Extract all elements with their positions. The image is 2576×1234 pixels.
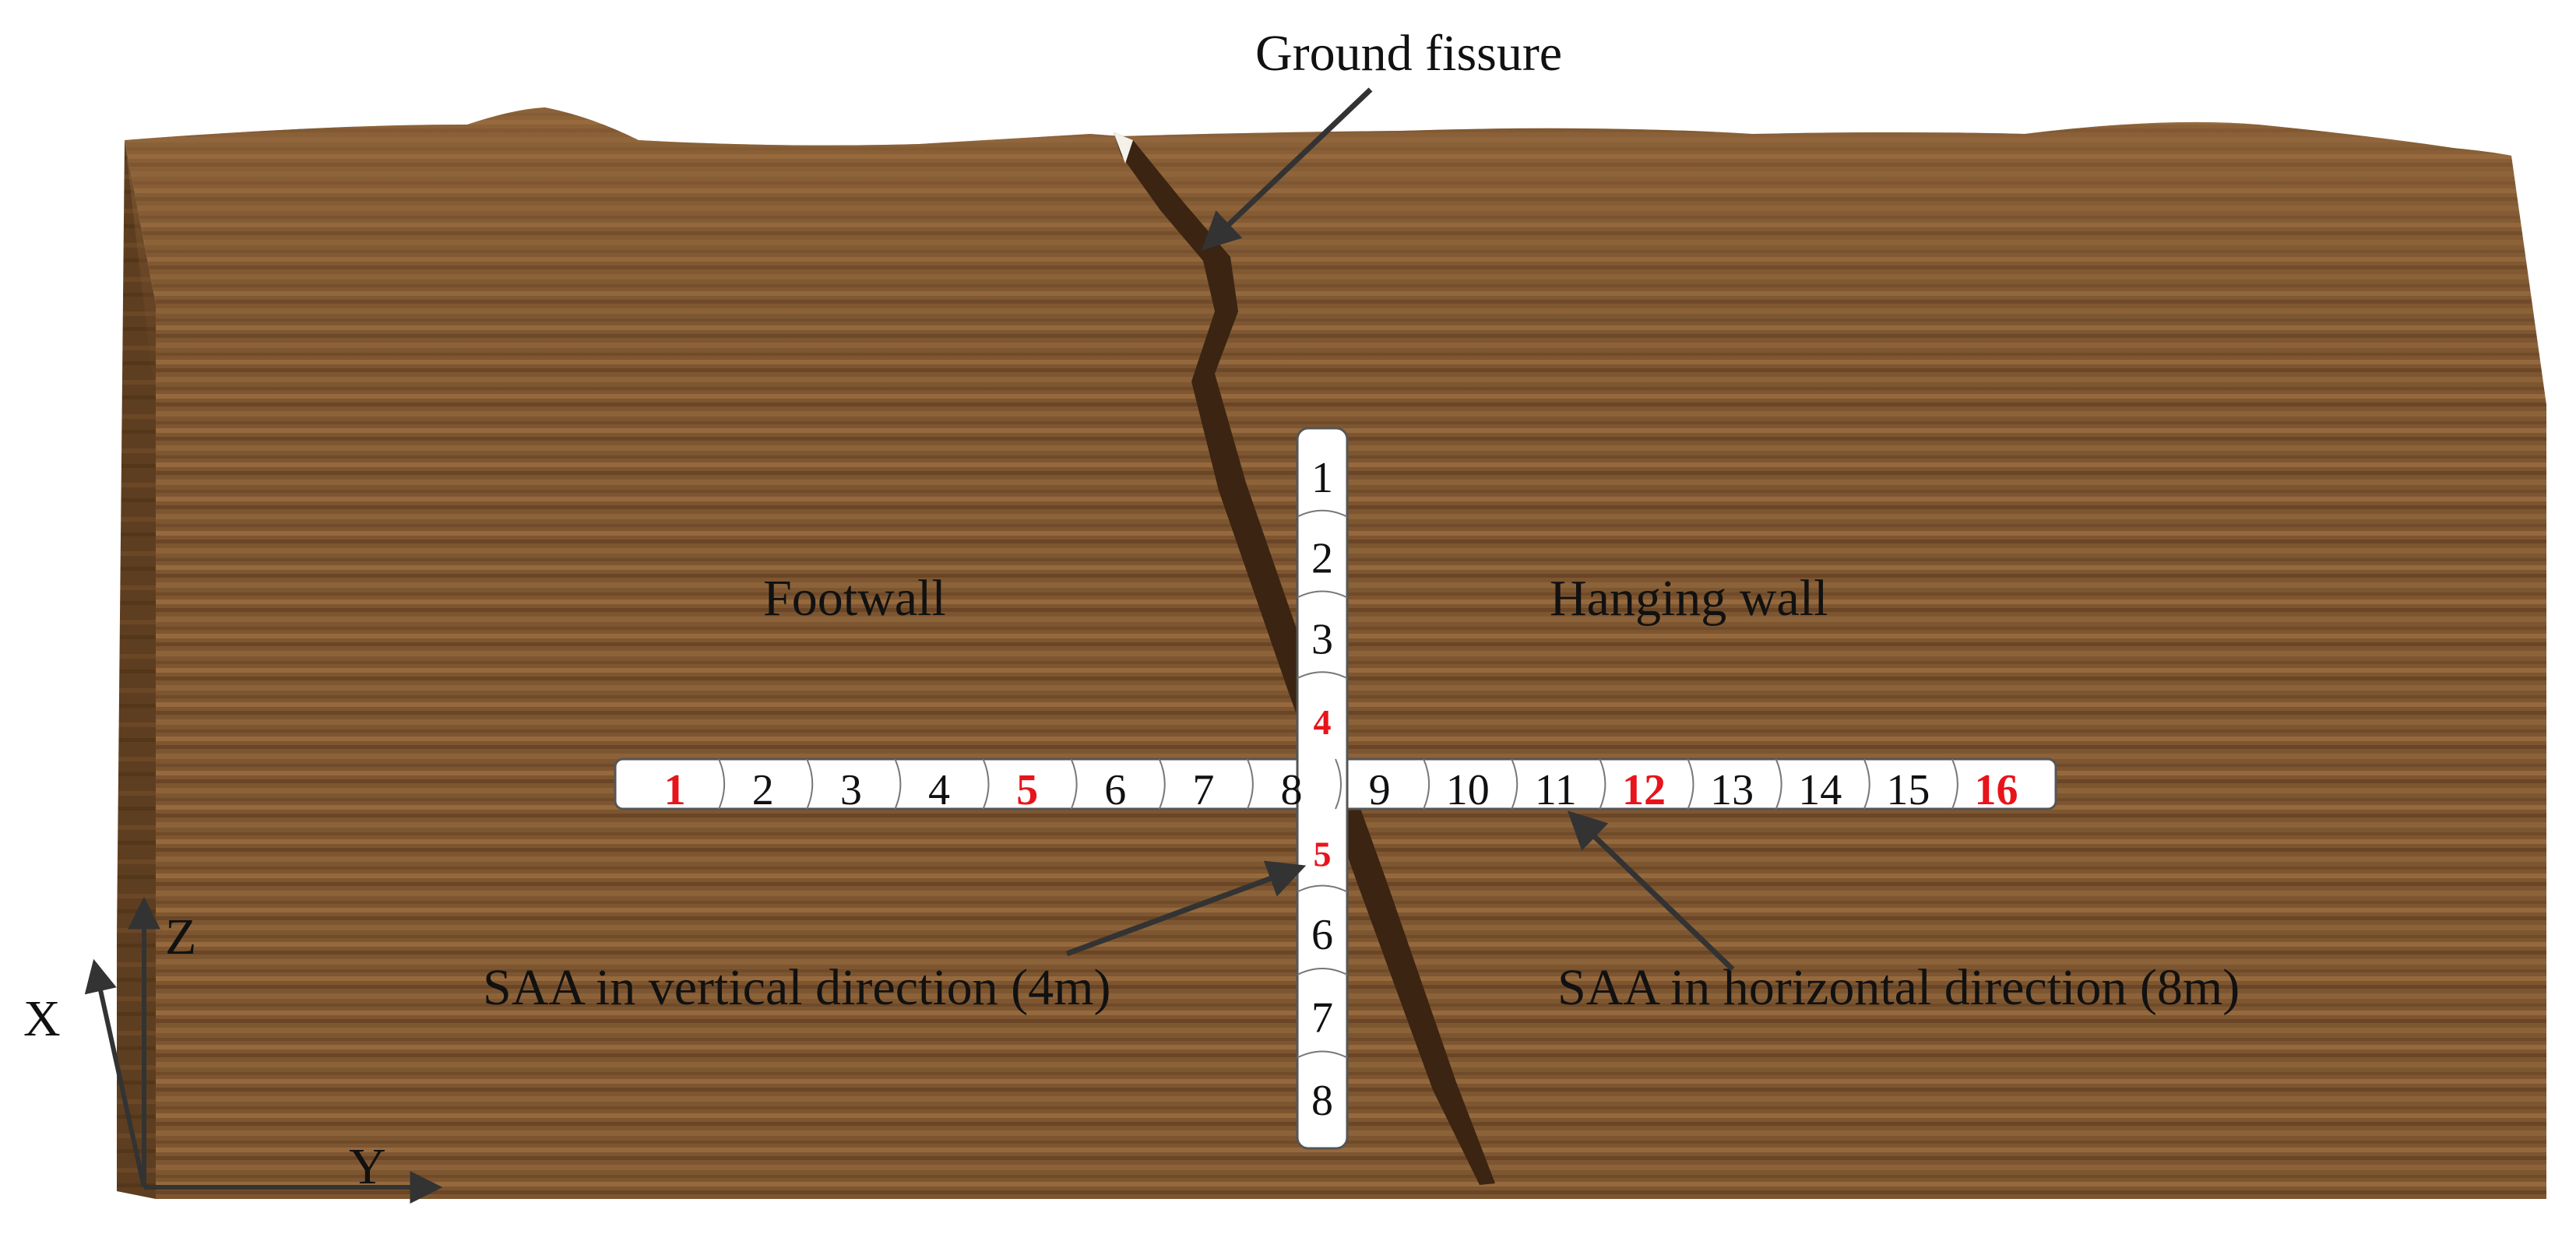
horizontal-segment-label: 2 (752, 766, 774, 814)
horizontal-segment-label: 5 (1016, 766, 1038, 814)
vertical-segment-label: 4 (1314, 702, 1332, 742)
soil-top-surface (125, 107, 2546, 405)
z-axis-label: Z (165, 909, 196, 965)
vertical-segment-label: 3 (1311, 615, 1333, 663)
horizontal-segment-label: 9 (1369, 766, 1391, 814)
horizontal-segment-divider (1335, 758, 1342, 810)
horizontal-segment-divider (1070, 758, 1078, 810)
vertical-segment-divider (1297, 590, 1348, 599)
ground-fissure-arrow (1201, 87, 1373, 251)
horizontal-segment-divider (982, 758, 990, 810)
vertical-segment-divider (1297, 1050, 1348, 1059)
vertical-segment-divider (1297, 509, 1348, 518)
horizontal-segment-label: 14 (1798, 766, 1842, 814)
horizontal-segment-label: 4 (928, 766, 950, 814)
horizontal-segment-divider (894, 758, 902, 810)
vertical-segment-label: 6 (1311, 911, 1333, 959)
horizontal-segment-divider (806, 758, 814, 810)
horizontal-segment-label: 16 (1974, 766, 2018, 814)
horizontal-segment-divider (1511, 758, 1519, 810)
horizontal-segment-label: 13 (1710, 766, 1754, 814)
horizontal-segment-divider (1599, 758, 1606, 810)
horizontal-segment-divider (1246, 758, 1254, 810)
saa-vertical-label: SAA in vertical direction (4m) (483, 959, 1110, 1016)
x-axis-label: X (23, 990, 61, 1047)
vertical-segment-label: 2 (1311, 535, 1333, 583)
horizontal-segment-label: 11 (1535, 766, 1577, 814)
vertical-segment-divider (1297, 968, 1348, 976)
horizontal-segment-divider (718, 758, 726, 810)
horizontal-segment-divider (1951, 758, 1958, 810)
horizontal-segment-divider (1687, 758, 1694, 810)
horizontal-segment-divider (1423, 758, 1431, 810)
vertical-saa-tube (1296, 427, 1349, 1150)
hanging-wall-label: Hanging wall (1550, 570, 1828, 627)
x-axis-arrow (84, 958, 146, 1188)
vertical-segment-label: 1 (1311, 454, 1333, 502)
saa-horizontal-label: SAA in horizontal direction (8m) (1557, 959, 2240, 1016)
coordinate-axes: Z X Y (23, 896, 443, 1204)
horizontal-segment-label: 3 (840, 766, 862, 814)
y-axis-label: Y (349, 1138, 386, 1195)
horizontal-segment-label: 6 (1104, 766, 1126, 814)
saa-horizontal-arrow (1567, 810, 1735, 972)
horizontal-segment-label: 7 (1192, 766, 1214, 814)
horizontal-segment-label: 10 (1446, 766, 1490, 814)
vertical-segment-label: 7 (1311, 993, 1333, 1042)
ground-fissure-label: Ground fissure (1255, 25, 1562, 82)
horizontal-segment-label: 8 (1280, 766, 1302, 814)
horizontal-segment-divider (1863, 758, 1870, 810)
vertical-tube-body (1296, 427, 1349, 1150)
horizontal-segment-label: 12 (1622, 766, 1666, 814)
horizontal-segment-divider (1158, 758, 1166, 810)
fissure-highlight (1114, 132, 1133, 163)
vertical-segment-label: 5 (1314, 834, 1332, 874)
horizontal-segment-label: 1 (664, 766, 686, 814)
horizontal-segment-divider (1775, 758, 1782, 810)
saa-vertical-arrow (1065, 860, 1307, 957)
vertical-segment-divider (1297, 671, 1348, 680)
horizontal-segment-label: 15 (1886, 766, 1930, 814)
footwall-label: Footwall (763, 570, 946, 627)
vertical-segment-label: 8 (1311, 1077, 1333, 1125)
